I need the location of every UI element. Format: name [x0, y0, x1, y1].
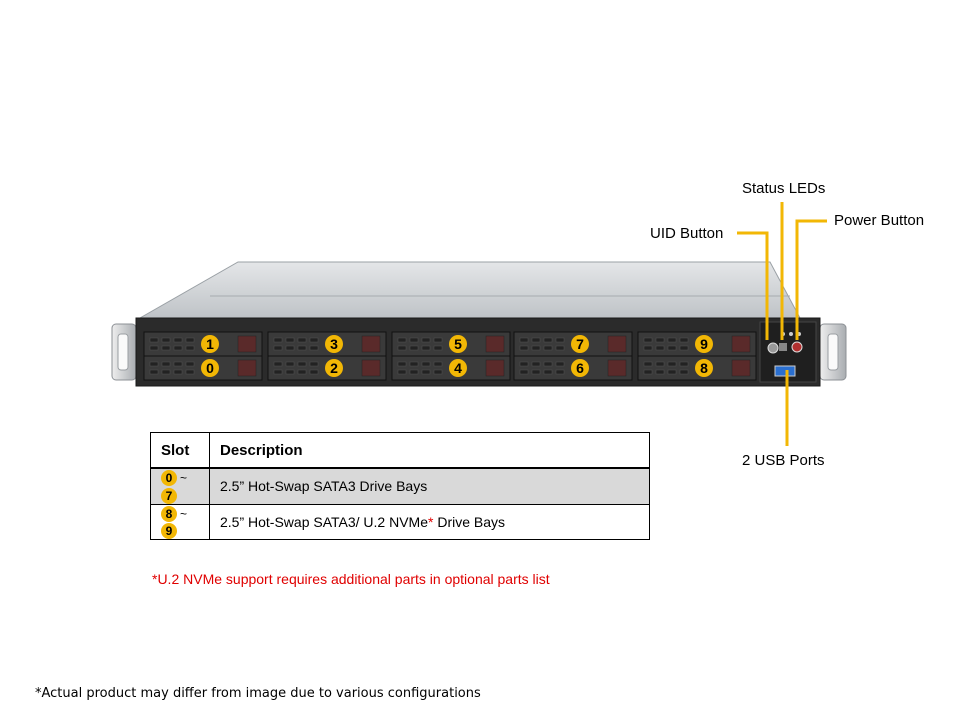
drive-bay: 2: [267, 355, 387, 381]
drive-bays: 1 3 5 7 9 0 2 4 6 8: [143, 331, 757, 381]
drive-bay: 7: [513, 331, 633, 357]
bay-number-badge: [449, 335, 467, 353]
slot-range-separator: ~: [180, 471, 188, 485]
description-tail: Drive Bays: [433, 513, 506, 530]
drive-bay: 3: [267, 331, 387, 357]
footnote-star: *: [428, 513, 434, 530]
slot-description: 2.5” Hot-Swap SATA3/ U.2 NVMe* Drive Bay…: [209, 503, 650, 541]
drive-bay: 4: [391, 355, 511, 381]
bay-number-badge: [325, 335, 343, 353]
uid-button-shape: [767, 342, 779, 354]
drive-bay: 8: [637, 355, 757, 381]
bay-number: 6: [576, 360, 584, 376]
table-row: 8~9 2.5” Hot-Swap SATA3/ U.2 NVMe* Drive…: [150, 503, 650, 541]
slot-range: 8~9: [150, 503, 210, 541]
drive-bay: 6: [513, 355, 633, 381]
table-header-description: Description: [209, 432, 650, 469]
drive-bay: 5: [391, 331, 511, 357]
table-header-slot: Slot: [150, 432, 210, 469]
drive-bay: 0: [143, 355, 263, 381]
chassis-lid: [138, 261, 801, 319]
bay-number: 8: [700, 360, 708, 376]
uid-callout-line: [737, 231, 769, 340]
bay-number-badge: [449, 359, 467, 377]
table-header-row: Slot Description: [150, 432, 650, 469]
status-leds-shape: [779, 343, 787, 351]
drive-bay: 1: [143, 331, 263, 357]
bay-number-badge: [571, 335, 589, 353]
disclaimer-footer: *Actual product may differ from image du…: [35, 686, 481, 701]
bay-number-badge: [201, 335, 219, 353]
drive-bay: 9: [637, 331, 757, 357]
slot-range-separator: ~: [180, 506, 188, 521]
bay-number: 7: [576, 336, 584, 352]
bay-number-badge: [571, 359, 589, 377]
slot-range: 0~7: [150, 467, 210, 505]
power-callout-line: [795, 219, 827, 340]
slot-table: Slot Description 0~7 2.5” Hot-Swap SATA3…: [150, 432, 650, 541]
bay-number: 4: [454, 360, 462, 376]
slot-badge: 9: [161, 523, 177, 540]
bay-number-badge: [695, 359, 713, 377]
usb-port-shape: [774, 365, 796, 377]
bay-number-badge: [201, 359, 219, 377]
table-row: 0~7 2.5” Hot-Swap SATA3 Drive Bays: [150, 467, 650, 505]
status-leds-label: Status LEDs: [742, 180, 826, 197]
bay-number-badge: [325, 359, 343, 377]
uid-button-label: UID Button: [650, 225, 724, 242]
bay-number: 9: [700, 336, 708, 352]
bay-number: 0: [206, 360, 214, 376]
bay-number-badge: [695, 335, 713, 353]
usb-ports-label: 2 USB Ports: [742, 452, 825, 469]
bay-number: 1: [206, 336, 214, 352]
power-button-label: Power Button: [834, 212, 925, 229]
bay-number: 3: [330, 336, 338, 352]
slot-badge: 0: [161, 470, 177, 487]
slot-description: 2.5” Hot-Swap SATA3 Drive Bays: [209, 467, 650, 505]
bay-number: 2: [330, 360, 338, 376]
slot-badge: 8: [161, 505, 177, 522]
description-text: 2.5” Hot-Swap SATA3 Drive Bays: [220, 478, 428, 495]
callout-lines: [737, 202, 827, 446]
power-button-shape: [791, 341, 803, 353]
bay-number: 5: [454, 336, 462, 352]
nvme-note: *U.2 NVMe support requires additional pa…: [152, 571, 550, 587]
description-text: 2.5” Hot-Swap SATA3/ U.2 NVMe: [220, 513, 428, 530]
slot-badge: 7: [161, 487, 177, 504]
